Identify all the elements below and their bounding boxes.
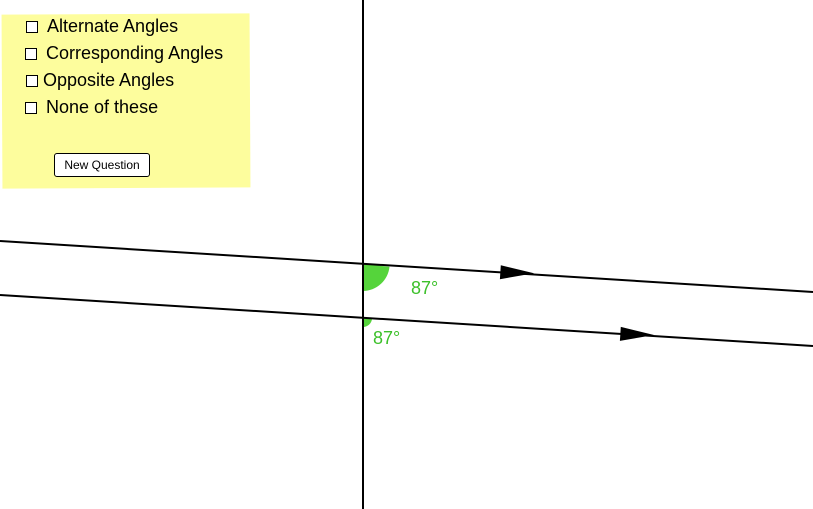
option-label: Opposite Angles [43, 70, 175, 90]
option-corresponding-angles[interactable]: Corresponding Angles [25, 43, 223, 64]
parallel-arrow-upper-icon [499, 265, 534, 280]
option-label: Corresponding Angles [46, 43, 224, 63]
option-alternate-angles[interactable]: Alternate Angles [26, 16, 178, 37]
parallel-line-upper [0, 240, 813, 293]
option-label: Alternate Angles [47, 16, 179, 36]
new-question-button[interactable]: New Question [54, 153, 150, 177]
checkbox-alternate-angles[interactable] [26, 20, 38, 33]
angle-label-upper: 87° [411, 278, 438, 298]
option-none-of-these[interactable]: None of these [25, 97, 158, 118]
checkbox-corresponding-angles[interactable] [25, 47, 37, 60]
parallel-arrow-lower-icon [619, 326, 654, 341]
upper-angle-sector [363, 264, 390, 291]
angle-label-lower: 87° [373, 328, 400, 348]
checkbox-none-of-these[interactable] [25, 101, 37, 114]
parallel-line-lower [0, 294, 813, 347]
lower-angle-sector [363, 318, 372, 328]
option-label: None of these [46, 97, 159, 117]
option-opposite-angles[interactable]: Opposite Angles [26, 70, 174, 91]
checkbox-opposite-angles[interactable] [26, 74, 38, 87]
